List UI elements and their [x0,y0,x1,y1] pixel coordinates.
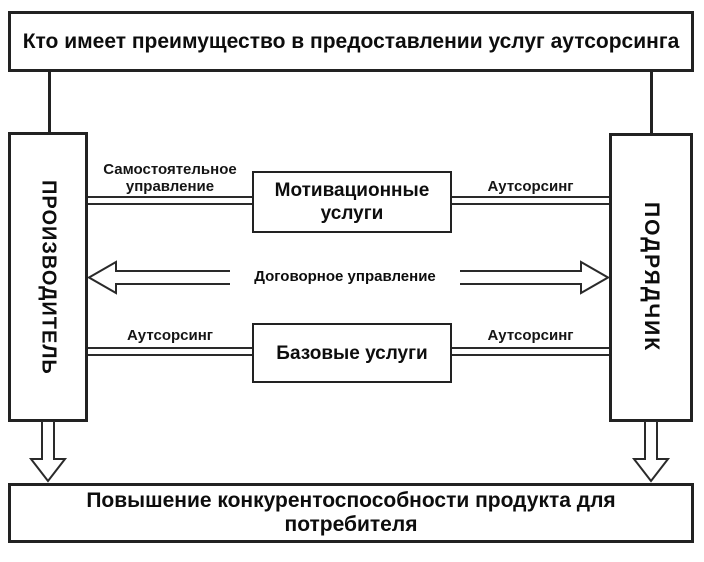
connector-top-left-line [48,72,51,132]
down-arrow-right [631,421,671,483]
link-lower-right [452,347,609,356]
link-upper-right [452,196,609,205]
label-outsourcing-lower-left: Аутсорсинг [126,327,214,344]
contractor-label: ПОДРЯДЧИК [640,202,663,353]
down-arrow-left [28,421,68,483]
producer-box: ПРОИЗВОДИТЕЛЬ [8,132,88,422]
label-self-management: Самостоятельное управление [103,161,237,195]
producer-label: ПРОИЗВОДИТЕЛЬ [37,179,60,375]
link-lower-left [88,347,252,356]
top-question-box: Кто имеет преимущество в предоставлении … [8,11,694,72]
label-outsourcing-lower-right: Аутсорсинг [487,327,574,344]
connector-top-right-line [650,72,653,133]
contractor-box: ПОДРЯДЧИК [609,133,693,422]
top-question-text: Кто имеет преимущество в предоставлении … [22,29,680,53]
basic-services-label: Базовые услуги [276,342,428,364]
contract-management-label: Договорное управление [230,266,460,288]
bottom-result-box: Повышение конкурентоспособности продукта… [8,483,694,543]
basic-services-box: Базовые услуги [252,323,452,383]
motivational-services-box: Мотивационные услуги [252,171,452,233]
label-outsourcing-upper-right: Аутсорсинг [487,178,574,195]
link-upper-left [88,196,252,205]
motivational-services-label: Мотивационные услуги [274,180,430,224]
bottom-result-text: Повышение конкурентоспособности продукта… [86,489,616,536]
